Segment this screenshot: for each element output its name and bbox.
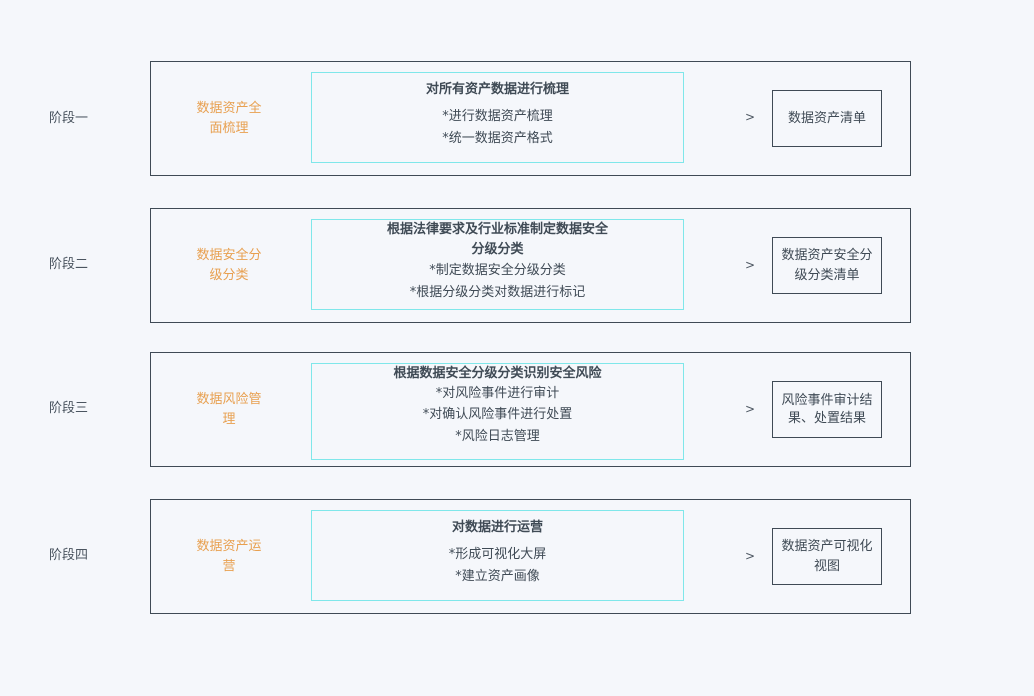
- stage-3-output-box: 风险事件审计结果、处置结果: [772, 381, 882, 438]
- stage-3-content-box: 根据数据安全分级分类识别安全风险 *对风险事件进行审计 *对确认风险事件进行处置…: [311, 363, 684, 460]
- stage-2-item: *根据分级分类对数据进行标记: [409, 285, 586, 300]
- stage-2-label: 阶段二: [49, 257, 89, 272]
- stage-3-output-text: 风险事件审计结果、处置结果: [781, 392, 873, 426]
- stage-3-item: *风险日志管理: [455, 429, 540, 444]
- stage-2-arrow: >: [745, 258, 756, 272]
- stage-1-arrow: >: [745, 110, 756, 124]
- stage-2-output-text: 数据资产安全分级分类清单: [781, 247, 873, 283]
- stage-3-label: 阶段三: [49, 401, 89, 416]
- stage-4-label: 阶段四: [49, 548, 89, 563]
- stage-2-name: 数据安全分级分类: [196, 248, 262, 283]
- stage-4-content-box: 对数据进行运营 *形成可视化大屏 *建立资产画像: [311, 510, 684, 601]
- stage-3-content-title: 根据数据安全分级分类识别安全风险: [393, 366, 602, 381]
- stage-3-item: *对风险事件进行审计: [435, 386, 560, 401]
- stage-1-output-text: 数据资产清单: [787, 110, 866, 126]
- stage-3-arrow: >: [745, 402, 756, 416]
- stage-3-name: 数据风险管理: [196, 392, 262, 427]
- stage-4-output-text: 数据资产可视化视图: [781, 538, 873, 574]
- stage-1-item: *统一数据资产格式: [442, 131, 553, 146]
- stage-4-box: 数据资产运营 对数据进行运营 *形成可视化大屏 *建立资产画像 > 数据资产可视…: [150, 499, 911, 614]
- stage-1-item: *进行数据资产梳理: [442, 109, 553, 124]
- stage-3-item: *对确认风险事件进行处置: [422, 407, 573, 422]
- stage-1-content-title: 对所有资产数据进行梳理: [425, 82, 569, 97]
- stage-2-output-box: 数据资产安全分级分类清单: [772, 237, 882, 294]
- stage-4-item: *建立资产画像: [455, 569, 540, 584]
- stage-4-content-title: 对数据进行运营: [451, 520, 543, 535]
- stage-4-name: 数据资产运营: [196, 539, 262, 574]
- stage-1-label: 阶段一: [49, 111, 89, 126]
- stage-2-content-title: 根据法律要求及行业标准制定数据安全分级分类: [386, 222, 608, 257]
- stage-2-box: 数据安全分级分类 根据法律要求及行业标准制定数据安全分级分类 *制定数据安全分级…: [150, 208, 911, 323]
- stage-4-output-box: 数据资产可视化视图: [772, 528, 882, 585]
- stage-2-item: *制定数据安全分级分类: [429, 263, 566, 278]
- stage-4-item: *形成可视化大屏: [448, 547, 547, 562]
- stage-1-content-box: 对所有资产数据进行梳理 *进行数据资产梳理 *统一数据资产格式: [311, 72, 684, 163]
- stage-2-content-box: 根据法律要求及行业标准制定数据安全分级分类 *制定数据安全分级分类 *根据分级分…: [311, 219, 684, 310]
- stage-1-box: 数据资产全面梳理 对所有资产数据进行梳理 *进行数据资产梳理 *统一数据资产格式…: [150, 61, 911, 176]
- stage-1-name: 数据资产全面梳理: [196, 101, 262, 136]
- stage-3-box: 数据风险管理 根据数据安全分级分类识别安全风险 *对风险事件进行审计 *对确认风…: [150, 352, 911, 467]
- stage-4-arrow: >: [745, 549, 756, 563]
- stage-1-output-box: 数据资产清单: [772, 90, 882, 147]
